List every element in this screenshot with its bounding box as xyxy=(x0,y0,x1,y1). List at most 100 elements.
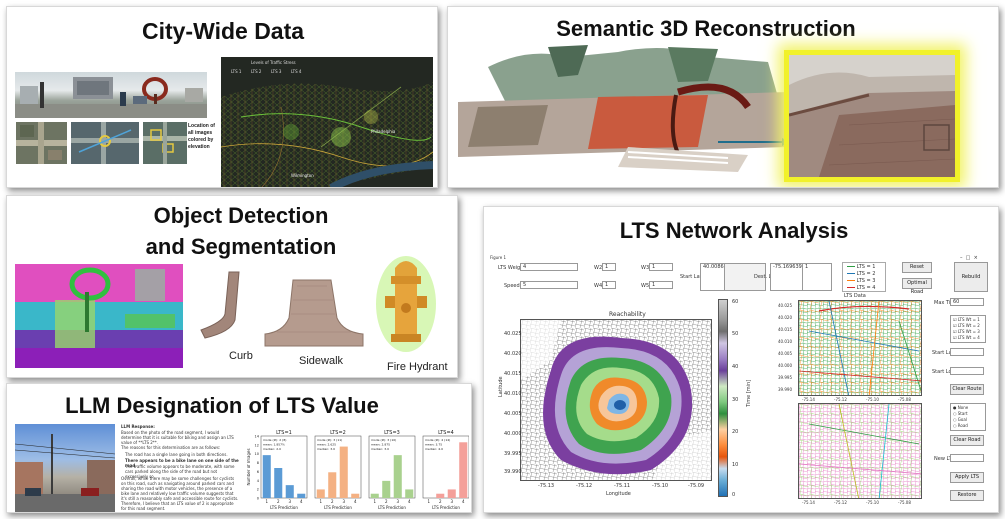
lts-xtick-b1: -75.12 xyxy=(834,500,847,505)
llm-chart-ylabel: Number of Images xyxy=(247,448,251,485)
llm-chart-1-annot-3: median: 2.0 xyxy=(263,447,281,451)
reconstruction-closeup xyxy=(784,50,960,182)
lts-ytick-7: 39.990 xyxy=(778,387,792,392)
cbar-tick-20: 20 xyxy=(732,429,739,435)
llm-chart-1-annot-1: mode (#): 2 (8) xyxy=(263,438,286,442)
llm-chart-4-annot-1: mode (#): 4 (14) xyxy=(425,438,450,442)
llm-chart-title-1: LTS=1 xyxy=(276,430,292,436)
max-time-label: Max Time xyxy=(934,300,959,306)
lts-xtick-b0: -75.14 xyxy=(802,500,815,505)
start-lat-right-input[interactable] xyxy=(950,348,984,356)
reach-xtick-2: -75.11 xyxy=(614,483,631,489)
reset-button[interactable]: Reset xyxy=(902,262,932,273)
lts-weight-checks: ☑ LTS Wt = 1 ☑ LTS Wt = 2 ☑ LTS Wt = 3 ☑… xyxy=(950,315,986,343)
aerial-tile-1 xyxy=(16,122,67,164)
llm-chart-title-3: LTS=3 xyxy=(384,430,400,436)
map-legend-lts4: LTS 4 xyxy=(291,69,302,74)
reach-ytick-3: 40.010 xyxy=(504,391,522,397)
reach-ytick-6: 39.995 xyxy=(504,451,522,457)
w5-input[interactable]: 1 xyxy=(649,281,673,289)
map-city-label: Philadelphia xyxy=(371,129,396,134)
lts-data-map-top xyxy=(798,300,922,396)
map-caption: Location of all images colored by elevat… xyxy=(188,123,215,150)
w4-input[interactable]: 1 xyxy=(602,281,616,289)
aerial-tile-3 xyxy=(143,122,187,164)
new-lts-input[interactable] xyxy=(950,454,984,462)
llm-chart-frame-3 xyxy=(368,435,416,499)
w3-input[interactable]: 1 xyxy=(649,263,673,271)
llm-chart-3-xtick-2: 2 xyxy=(385,499,388,504)
llm-chart-3-bar-1 xyxy=(370,493,379,498)
llm-response-p1: Based on the photo of the road segment, … xyxy=(121,430,234,445)
w2-input[interactable]: 1 xyxy=(602,263,616,271)
map-legend-lts1: LTS 1 xyxy=(231,69,242,74)
window-controls[interactable]: – □ × xyxy=(960,255,978,261)
start-lon-right-label: Start Lon xyxy=(932,369,955,375)
llm-chart-2-annot-3: median: 3.0 xyxy=(317,447,335,451)
lts-data-title: LTS Data xyxy=(844,293,866,299)
check-lts-wt-1[interactable]: ☑ LTS Wt = 1 xyxy=(953,317,980,322)
city-lts-map: Levels of Traffic Stress LTS 1 LTS 2 LTS… xyxy=(221,57,433,187)
llm-chart-3-bar-3 xyxy=(393,455,402,498)
lts-weight-input[interactable]: 4 xyxy=(520,263,578,271)
reach-xtick-4: -75.09 xyxy=(688,483,705,489)
apply-lts-button[interactable]: Apply LTS xyxy=(950,472,984,483)
radio-goal[interactable]: ○ Goal xyxy=(953,417,967,422)
cbar-tick-10: 10 xyxy=(732,462,739,468)
w3-label: W3 xyxy=(641,265,650,271)
radio-road[interactable]: ○ Road xyxy=(953,423,968,428)
llm-chart-3-bar-4 xyxy=(405,489,414,498)
llm-chart-4-annot-2: mean: 3.75 xyxy=(425,443,442,447)
rebuild-button[interactable]: Rebuild xyxy=(954,262,988,292)
clear-route-button[interactable]: Clear Route xyxy=(950,384,984,395)
semantic-3d-title: Semantic 3D Reconstruction xyxy=(556,16,856,41)
llm-chart-xlabel-3: LTS Prediction xyxy=(378,505,406,510)
radio-start[interactable]: ○ Start xyxy=(953,411,968,416)
time-colorbar xyxy=(718,299,728,497)
legend-lts4: LTS = 4 xyxy=(847,285,875,291)
legend-lts2: LTS = 2 xyxy=(847,271,875,277)
w2-label: W2 xyxy=(594,265,603,271)
check-lts-wt-2[interactable]: ☑ LTS Wt = 2 xyxy=(953,323,980,328)
point-cloud-scene xyxy=(448,37,800,187)
lts-ytick-0: 40.025 xyxy=(778,303,792,308)
llm-chart-2-xtick-1: 1 xyxy=(319,499,322,504)
map-legend-lts3: LTS 3 xyxy=(271,69,282,74)
llm-chart-2-xtick-3: 3 xyxy=(342,499,345,504)
llm-chart-3-xtick-3: 3 xyxy=(396,499,399,504)
fire-hydrant-object xyxy=(373,248,439,354)
city-wide-data-panel: City-Wide Data Location of all images co… xyxy=(6,6,438,188)
semantic-3d-panel: Semantic 3D Reconstruction xyxy=(447,6,999,188)
llm-response-title: LLM Response: xyxy=(121,424,155,429)
check-lts-wt-4[interactable]: ☑ LTS Wt = 4 xyxy=(953,335,980,340)
llm-response-b1: The road has a single lane going in both… xyxy=(125,452,228,457)
llm-chart-frame-2 xyxy=(314,435,362,499)
lts-ytick-3: 40.010 xyxy=(778,339,792,344)
clear-road-button[interactable]: Clear Road xyxy=(950,435,984,446)
llm-chart-1-bar-2 xyxy=(274,468,283,498)
map-legend-title: Levels of Traffic Stress xyxy=(251,60,296,65)
llm-chart-ytick-2: 2 xyxy=(257,488,259,492)
llm-chart-2-bar-1 xyxy=(316,489,325,498)
max-time-input[interactable]: 60 xyxy=(950,298,984,306)
llm-chart-2-annot-1: mode (#): 3 (11) xyxy=(317,438,342,442)
lts-data-map-bottom xyxy=(798,403,922,499)
start-lon-right-input[interactable] xyxy=(950,367,984,375)
w6-input[interactable]: 1 xyxy=(802,263,832,291)
check-lts-wt-3[interactable]: ☑ LTS Wt = 3 xyxy=(953,329,980,334)
reach-xtick-3: -75.10 xyxy=(652,483,669,489)
lts-ytick-2: 40.015 xyxy=(778,327,792,332)
w4-label: W4 xyxy=(594,283,603,289)
start-lat-box[interactable] xyxy=(724,263,766,291)
llm-chart-3-xtick-1: 1 xyxy=(373,499,376,504)
reach-ytick-0: 40.025 xyxy=(504,331,522,337)
llm-chart-3-annot-2: mean: 2.875 xyxy=(371,443,390,447)
sidewalk-label: Sidewalk xyxy=(299,355,344,367)
radio-none[interactable]: ● None xyxy=(953,405,969,410)
street-panorama-image xyxy=(15,72,207,118)
llm-chart-2-bar-3 xyxy=(339,446,348,498)
speed-input[interactable]: 5 xyxy=(520,281,578,289)
optimal-road-button[interactable]: Optimal Road xyxy=(902,278,932,295)
llm-chart-xlabel-1: LTS Prediction xyxy=(270,505,298,510)
restore-button[interactable]: Restore xyxy=(950,490,984,501)
